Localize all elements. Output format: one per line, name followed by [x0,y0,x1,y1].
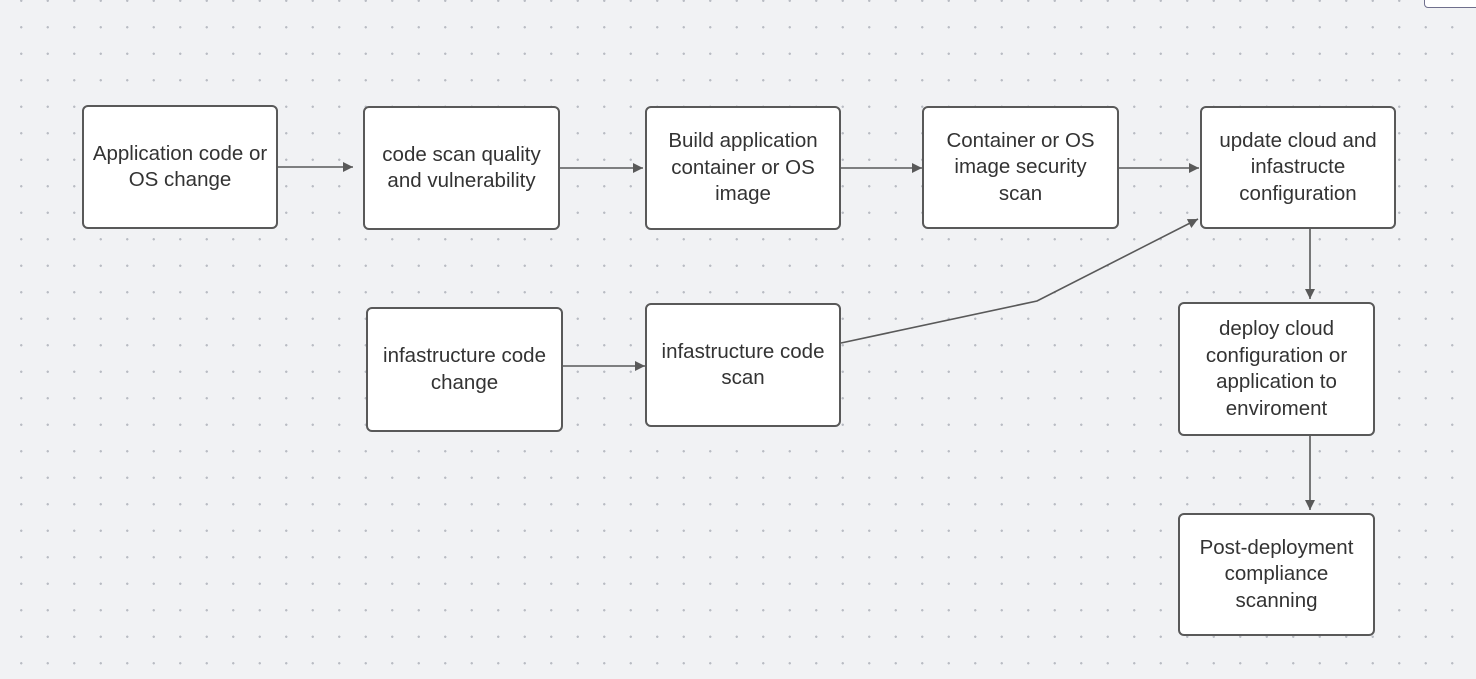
node-infra-code-scan-label: infastructure code scan [661,339,825,390]
node-code-scan-label: code scan quality and vulnerability [382,142,541,193]
node-image-scan-label: Container or OS image security scan [946,128,1095,205]
node-infra-code-change[interactable]: infastructure code change [366,307,563,432]
node-update-config[interactable]: update cloud and infastructe configurati… [1200,106,1396,229]
node-deploy-label: deploy cloud configuration or applicatio… [1205,317,1348,420]
node-app-code-change[interactable]: Application code or OS change [82,105,278,229]
node-app-code-change-label: Application code or OS change [92,141,268,192]
node-build-image[interactable]: Build application container or OS image [645,106,841,230]
node-update-config-label: update cloud and infastructe configurati… [1219,128,1377,205]
node-code-scan[interactable]: code scan quality and vulnerability [363,106,560,230]
node-image-scan[interactable]: Container or OS image security scan [922,106,1119,229]
node-post-deploy-scan[interactable]: Post-deployment compliance scanning [1178,513,1375,636]
node-infra-code-scan[interactable]: infastructure code scan [645,303,841,427]
node-deploy[interactable]: deploy cloud configuration or applicatio… [1178,302,1375,436]
node-post-deploy-scan-label: Post-deployment compliance scanning [1199,535,1354,612]
node-build-image-label: Build application container or OS image [668,129,818,206]
node-infra-code-change-label: infastructure code change [383,344,546,394]
corner-frame-edge [1424,0,1476,8]
edge-infra-code-scan-to-update-config[interactable] [840,218,1199,344]
